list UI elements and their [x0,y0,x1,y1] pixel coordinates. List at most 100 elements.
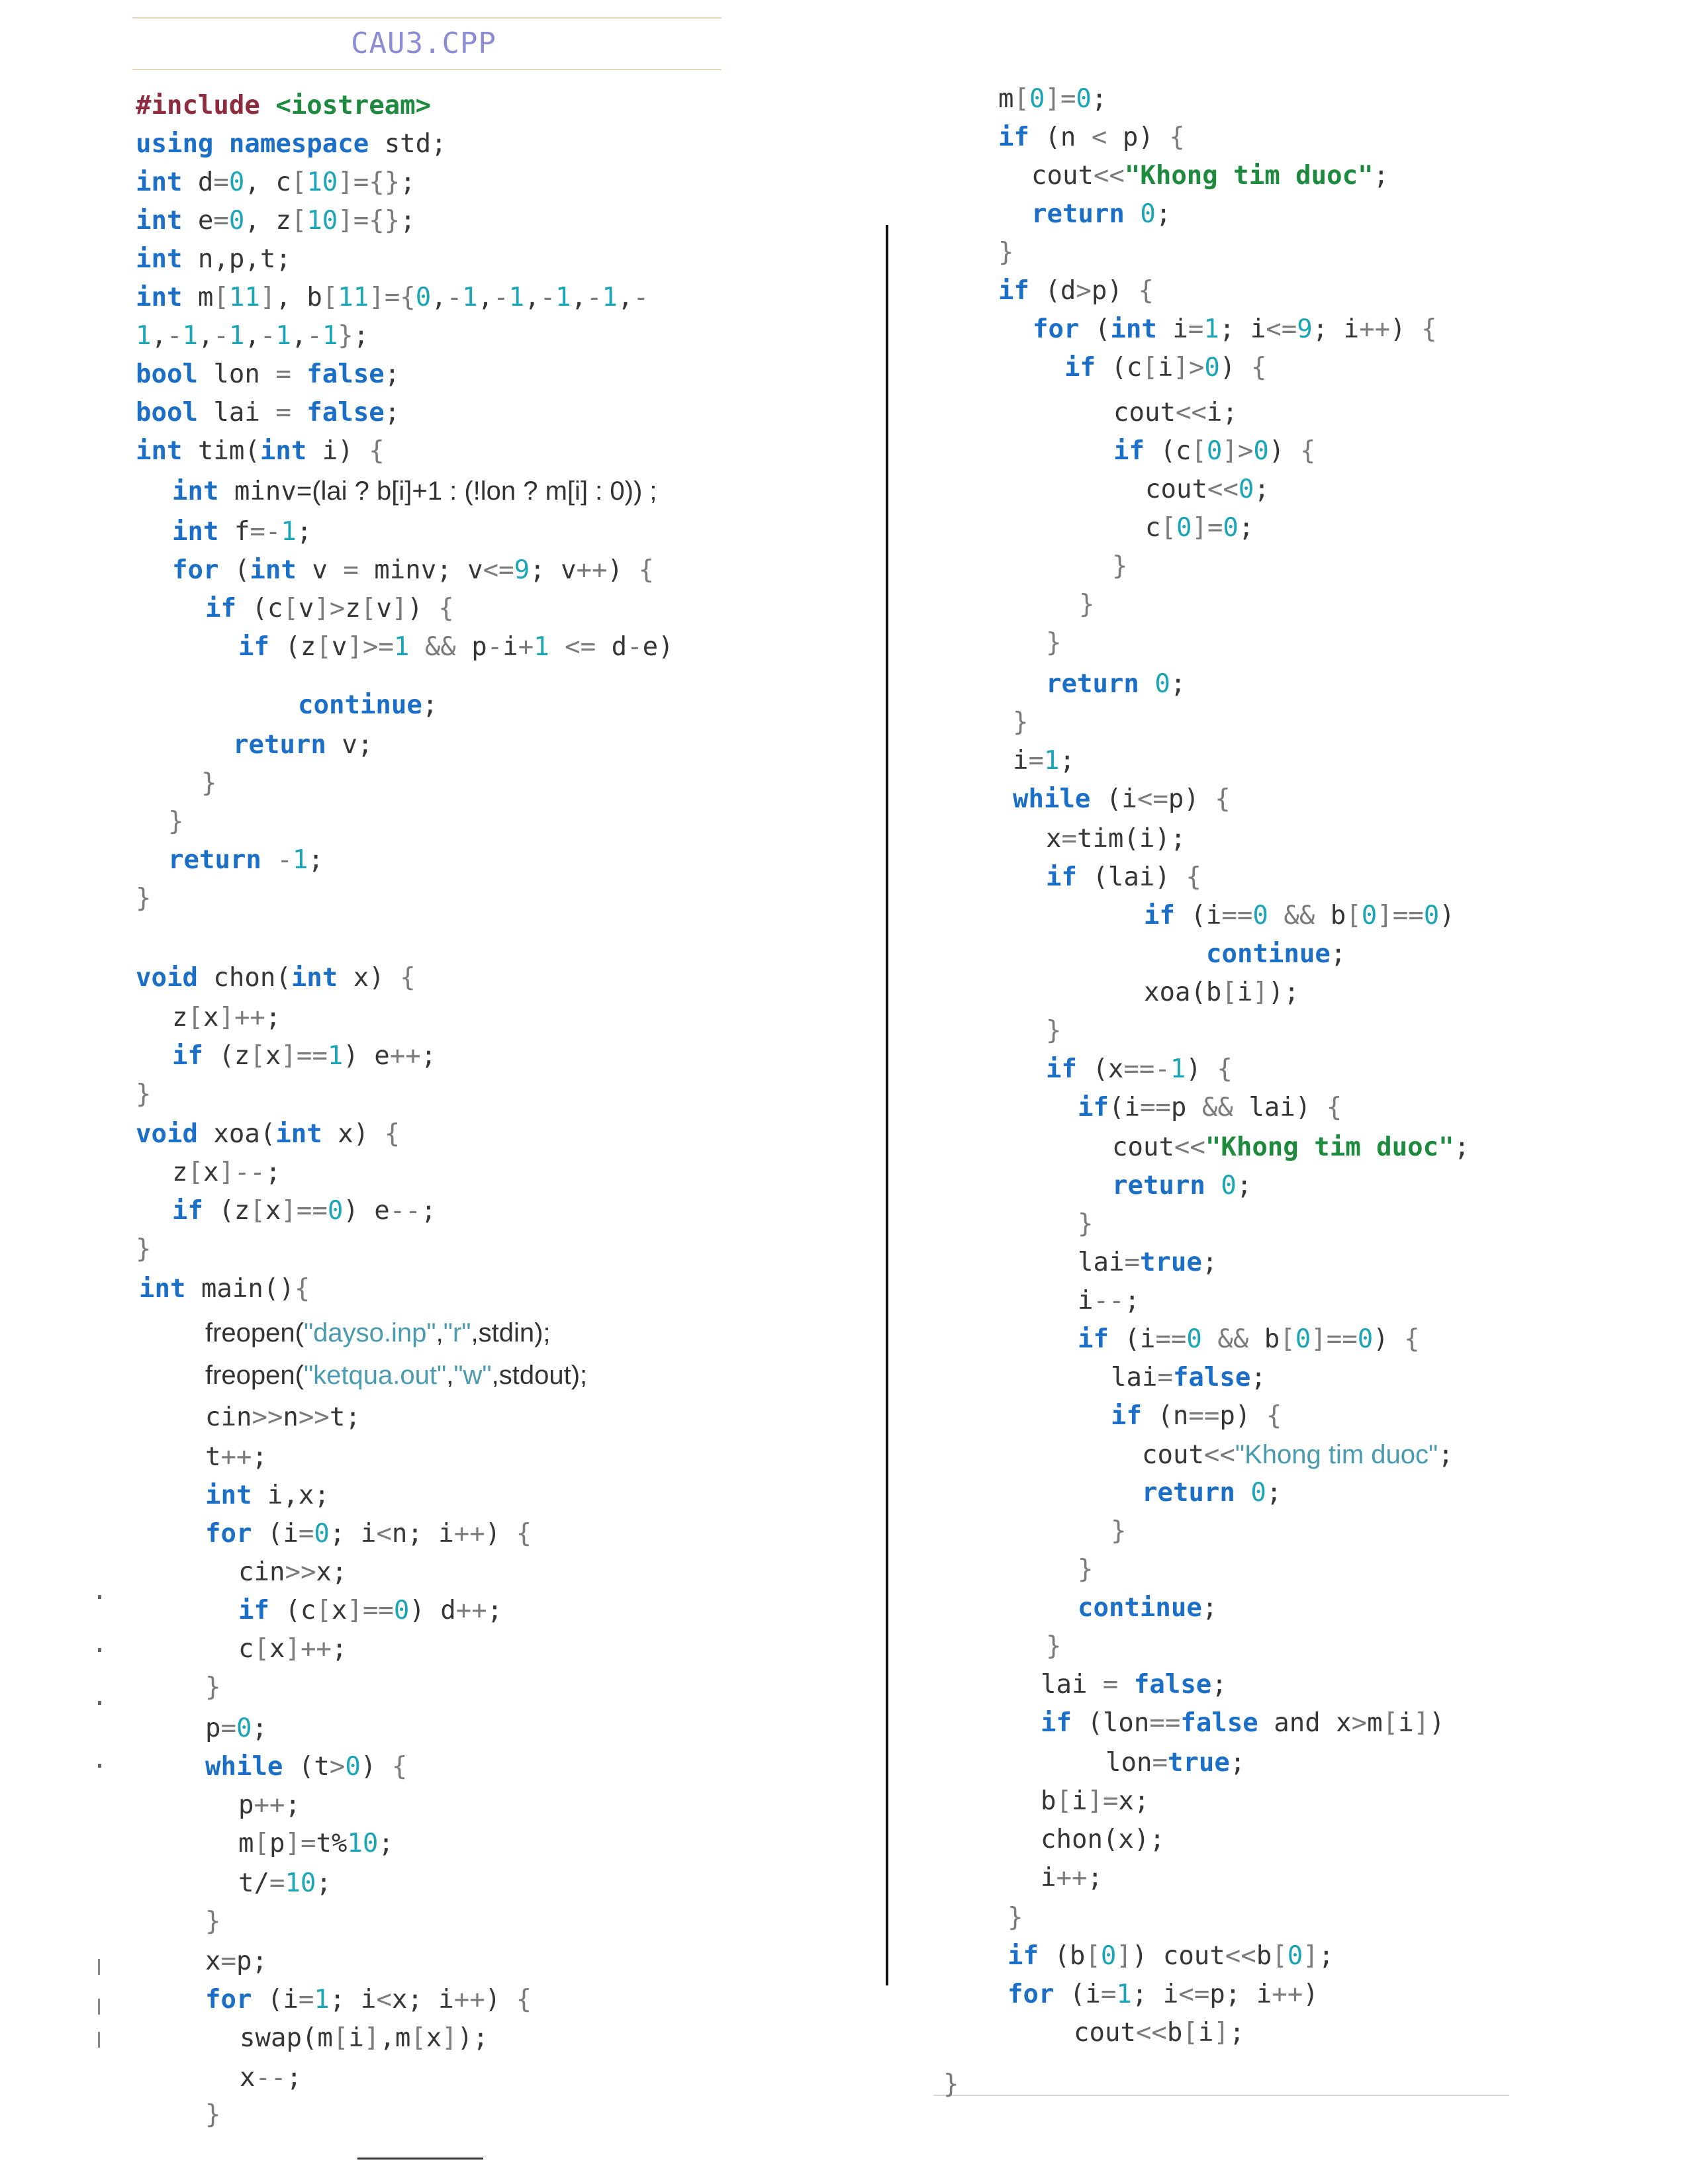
code-line: z[x]--; [172,1158,281,1187]
code-line: t/=10; [238,1868,332,1898]
scan-dot [98,1764,101,1768]
code-line: if (z[x]==0) e--; [172,1196,437,1226]
code-line: } [201,768,217,798]
code-line: return 0; [1112,1171,1252,1201]
code-line: freopen("dayso.inp","r",stdin); [205,1318,551,1347]
code-line: cout<<"Khong tim duoc"; [1031,161,1389,191]
code-line: cin>>n>>t; [205,1402,361,1432]
code-line: return 0; [1142,1478,1282,1508]
code-line: continue; [298,690,438,720]
scan-tick [98,1959,100,1975]
code-line: bool lai = false; [136,398,400,428]
code-line: } [1111,1516,1127,1546]
code-line: continue; [1206,939,1346,969]
code-line: } [1079,590,1095,619]
code-line: } [1046,1631,1062,1661]
code-line: p=0; [205,1713,267,1743]
code-line: c[0]=0; [1145,513,1254,543]
code-line: return v; [233,730,373,760]
code-line: } [1112,551,1128,581]
code-line: } [168,807,184,837]
code-line: for (int v = minv; v<=9; v++) { [172,555,654,585]
right-code-column: m[0]=0; if (n < p) { cout<<"Khong tim duoc… [0,0,1470,2184]
code-line: cin>>x; [238,1557,348,1587]
code-line: } [1078,1209,1094,1239]
code-line: int main(){ [139,1274,310,1304]
code-line: using namespace std; [136,129,447,159]
scan-tick [98,1999,100,2015]
code-line: c[x]++; [238,1634,348,1664]
code-line: if (lai) { [1046,862,1201,892]
code-line: if (z[v]>=1 && p-i+1 <= d-e) [238,632,674,662]
code-line: int n,p,t; [136,244,291,274]
code-line: z[x]++; [172,1003,281,1032]
code-line: 1,-1,-1,-1,-1}; [136,321,369,351]
code-line: int m[11], b[11]={0,-1,-1,-1,-1,- [136,283,649,312]
code-line: chon(x); [1041,1825,1165,1854]
code-line: x--; [240,2063,302,2093]
code-line: if (c[i]>0) { [1064,353,1267,383]
scan-dot [98,1701,101,1705]
code-line: if (i==0 && b[0]==0) { [1078,1324,1420,1354]
code-line: if (c[x]==0) d++; [238,1596,503,1625]
column-divider [886,225,888,1985]
code-line: int d=0, c[10]={}; [136,167,416,197]
code-line: lai = false; [1041,1670,1227,1700]
code-line: m[p]=t%10; [238,1829,394,1858]
bottom-rule [933,2095,1509,2096]
code-line: swap(m[i],m[x]); [240,2023,489,2053]
code-line: t++; [205,1442,267,1472]
code-line: i=1; [1013,746,1075,776]
code-line: void chon(int x) { [136,963,416,993]
code-line: int tim(int i) { [136,436,385,466]
code-line: } [136,1234,152,1264]
code-line: if(i==p && lai) { [1078,1093,1342,1122]
code-line: for (i=1; i<=p; i++) [1008,1979,1319,2009]
code-line: i++; [1041,1863,1103,1893]
code-line: if (c[v]>z[v]) { [205,594,454,623]
code-line: if (z[x]==1) e++; [172,1041,437,1071]
code-line: m[0]=0; [998,84,1107,114]
code-line: for (i=0; i<n; i++) { [205,1519,532,1549]
code-line: return 0; [1031,199,1172,229]
code-line: cout<<"Khong tim duoc"; [1142,1440,1454,1470]
code-line: int i,x; [205,1480,330,1510]
code-line: xoa(b[i]); [1144,978,1299,1007]
code-line: if (lon==false and x>m[i]) [1041,1708,1445,1738]
code-line: } [136,1079,152,1109]
code-line: i--; [1078,1286,1140,1316]
code-line: bool lon = false; [136,359,400,389]
code-line: } [1046,1016,1062,1046]
bottom-mark [357,2158,483,2160]
code-line: freopen("ketqua.out","w",stdout); [205,1361,588,1390]
code-line: x=tim(i); [1046,824,1186,854]
title-underline [132,69,722,70]
code-line: } [943,2070,959,2099]
code-line: } [998,238,1014,267]
code-line: } [1046,628,1062,658]
code-line: cout<<"Khong tim duoc"; [1112,1132,1470,1162]
code-line: cout<<i; [1113,398,1238,428]
code-line: } [205,2100,221,2130]
code-line: for (int i=1; i<=9; i++) { [1033,314,1437,344]
code-line: int e=0, z[10]={}; [136,206,416,236]
code-line: if (i==0 && b[0]==0) [1144,901,1455,931]
code-line: } [136,884,152,913]
code-line: } [1078,1555,1094,1584]
code-line: #include <iostream> [136,91,432,120]
code-line: int minv=(lai ? b[i]+1 : (!lon ? m[i] : … [172,477,657,506]
code-line: while (t>0) { [205,1752,408,1782]
code-line: x=p; [205,1946,267,1976]
code-line: for (i=1; i<x; i++) { [205,1985,532,2015]
file-title: CAU3.CPP [351,26,496,60]
code-line: lon=true; [1105,1748,1246,1778]
code-line: continue; [1078,1593,1218,1623]
code-line: while (i<=p) { [1013,784,1231,814]
code-line: if (n < p) { [998,122,1185,152]
code-line: } [205,1672,221,1702]
code-line: lai=false; [1111,1363,1266,1392]
code-line: cout<<0; [1145,475,1270,504]
code-line: p++; [238,1790,301,1820]
code-line: if (x==-1) { [1046,1054,1233,1084]
